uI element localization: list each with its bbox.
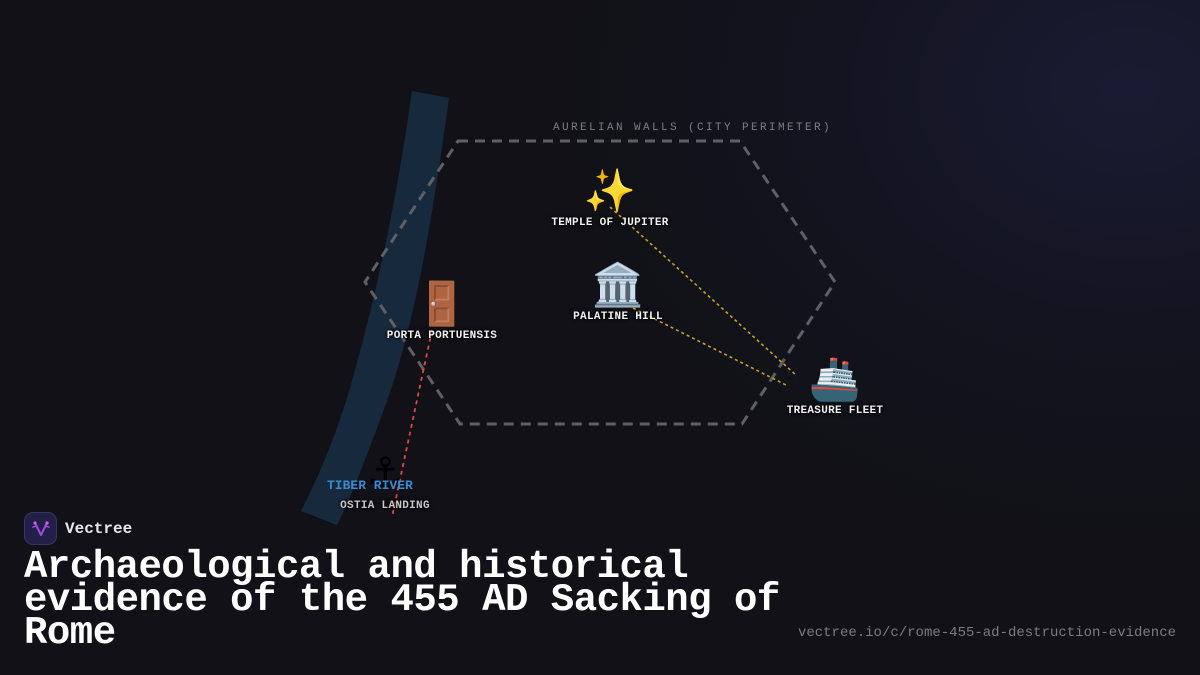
edge-jupiter-to-fleet xyxy=(609,206,798,377)
page-title: Archaeological and historical evidence o… xyxy=(24,545,780,655)
node-porta-portuensis[interactable]: 🚪 PORTA PORTUENSIS xyxy=(386,279,498,343)
node-label: PALATINE HILL xyxy=(573,311,663,323)
node-label: TREASURE FLEET xyxy=(786,405,884,417)
brand: Vectree xyxy=(24,512,132,545)
source-url[interactable]: vectree.io/c/rome-455-ad-destruction-evi… xyxy=(797,625,1176,641)
node-treasure-fleet[interactable]: 🚢 TREASURE FLEET xyxy=(786,354,884,418)
ship-icon: 🚢 xyxy=(808,354,862,403)
classical-building-icon: 🏛️ xyxy=(591,260,645,309)
door-icon: 🚪 xyxy=(415,279,469,328)
node-temple-of-jupiter[interactable]: ✨ TEMPLE OF JUPITER xyxy=(551,166,669,230)
tiber-river xyxy=(301,91,449,525)
sparkles-icon: ✨ xyxy=(583,166,637,215)
aurelian-walls-perimeter xyxy=(363,139,837,426)
node-label: PORTA PORTUENSIS xyxy=(386,330,498,342)
node-ostia-landing[interactable]: ⚓ OSTIA LANDING xyxy=(340,448,430,513)
node-palatine-hill[interactable]: 🏛️ PALATINE HILL xyxy=(573,260,663,324)
vectree-logo-icon xyxy=(24,512,57,545)
tiber-river-label: TIBER RIVER xyxy=(327,478,413,493)
edge-palatine-to-fleet xyxy=(616,299,789,387)
brand-name: Vectree xyxy=(65,519,133,538)
perimeter-label: AURELIAN WALLS (CITY PERIMETER) xyxy=(553,122,833,134)
node-label: TEMPLE OF JUPITER xyxy=(551,217,669,229)
node-label: OSTIA LANDING xyxy=(340,500,430,512)
anchor-icon: ⚓ xyxy=(366,448,404,497)
